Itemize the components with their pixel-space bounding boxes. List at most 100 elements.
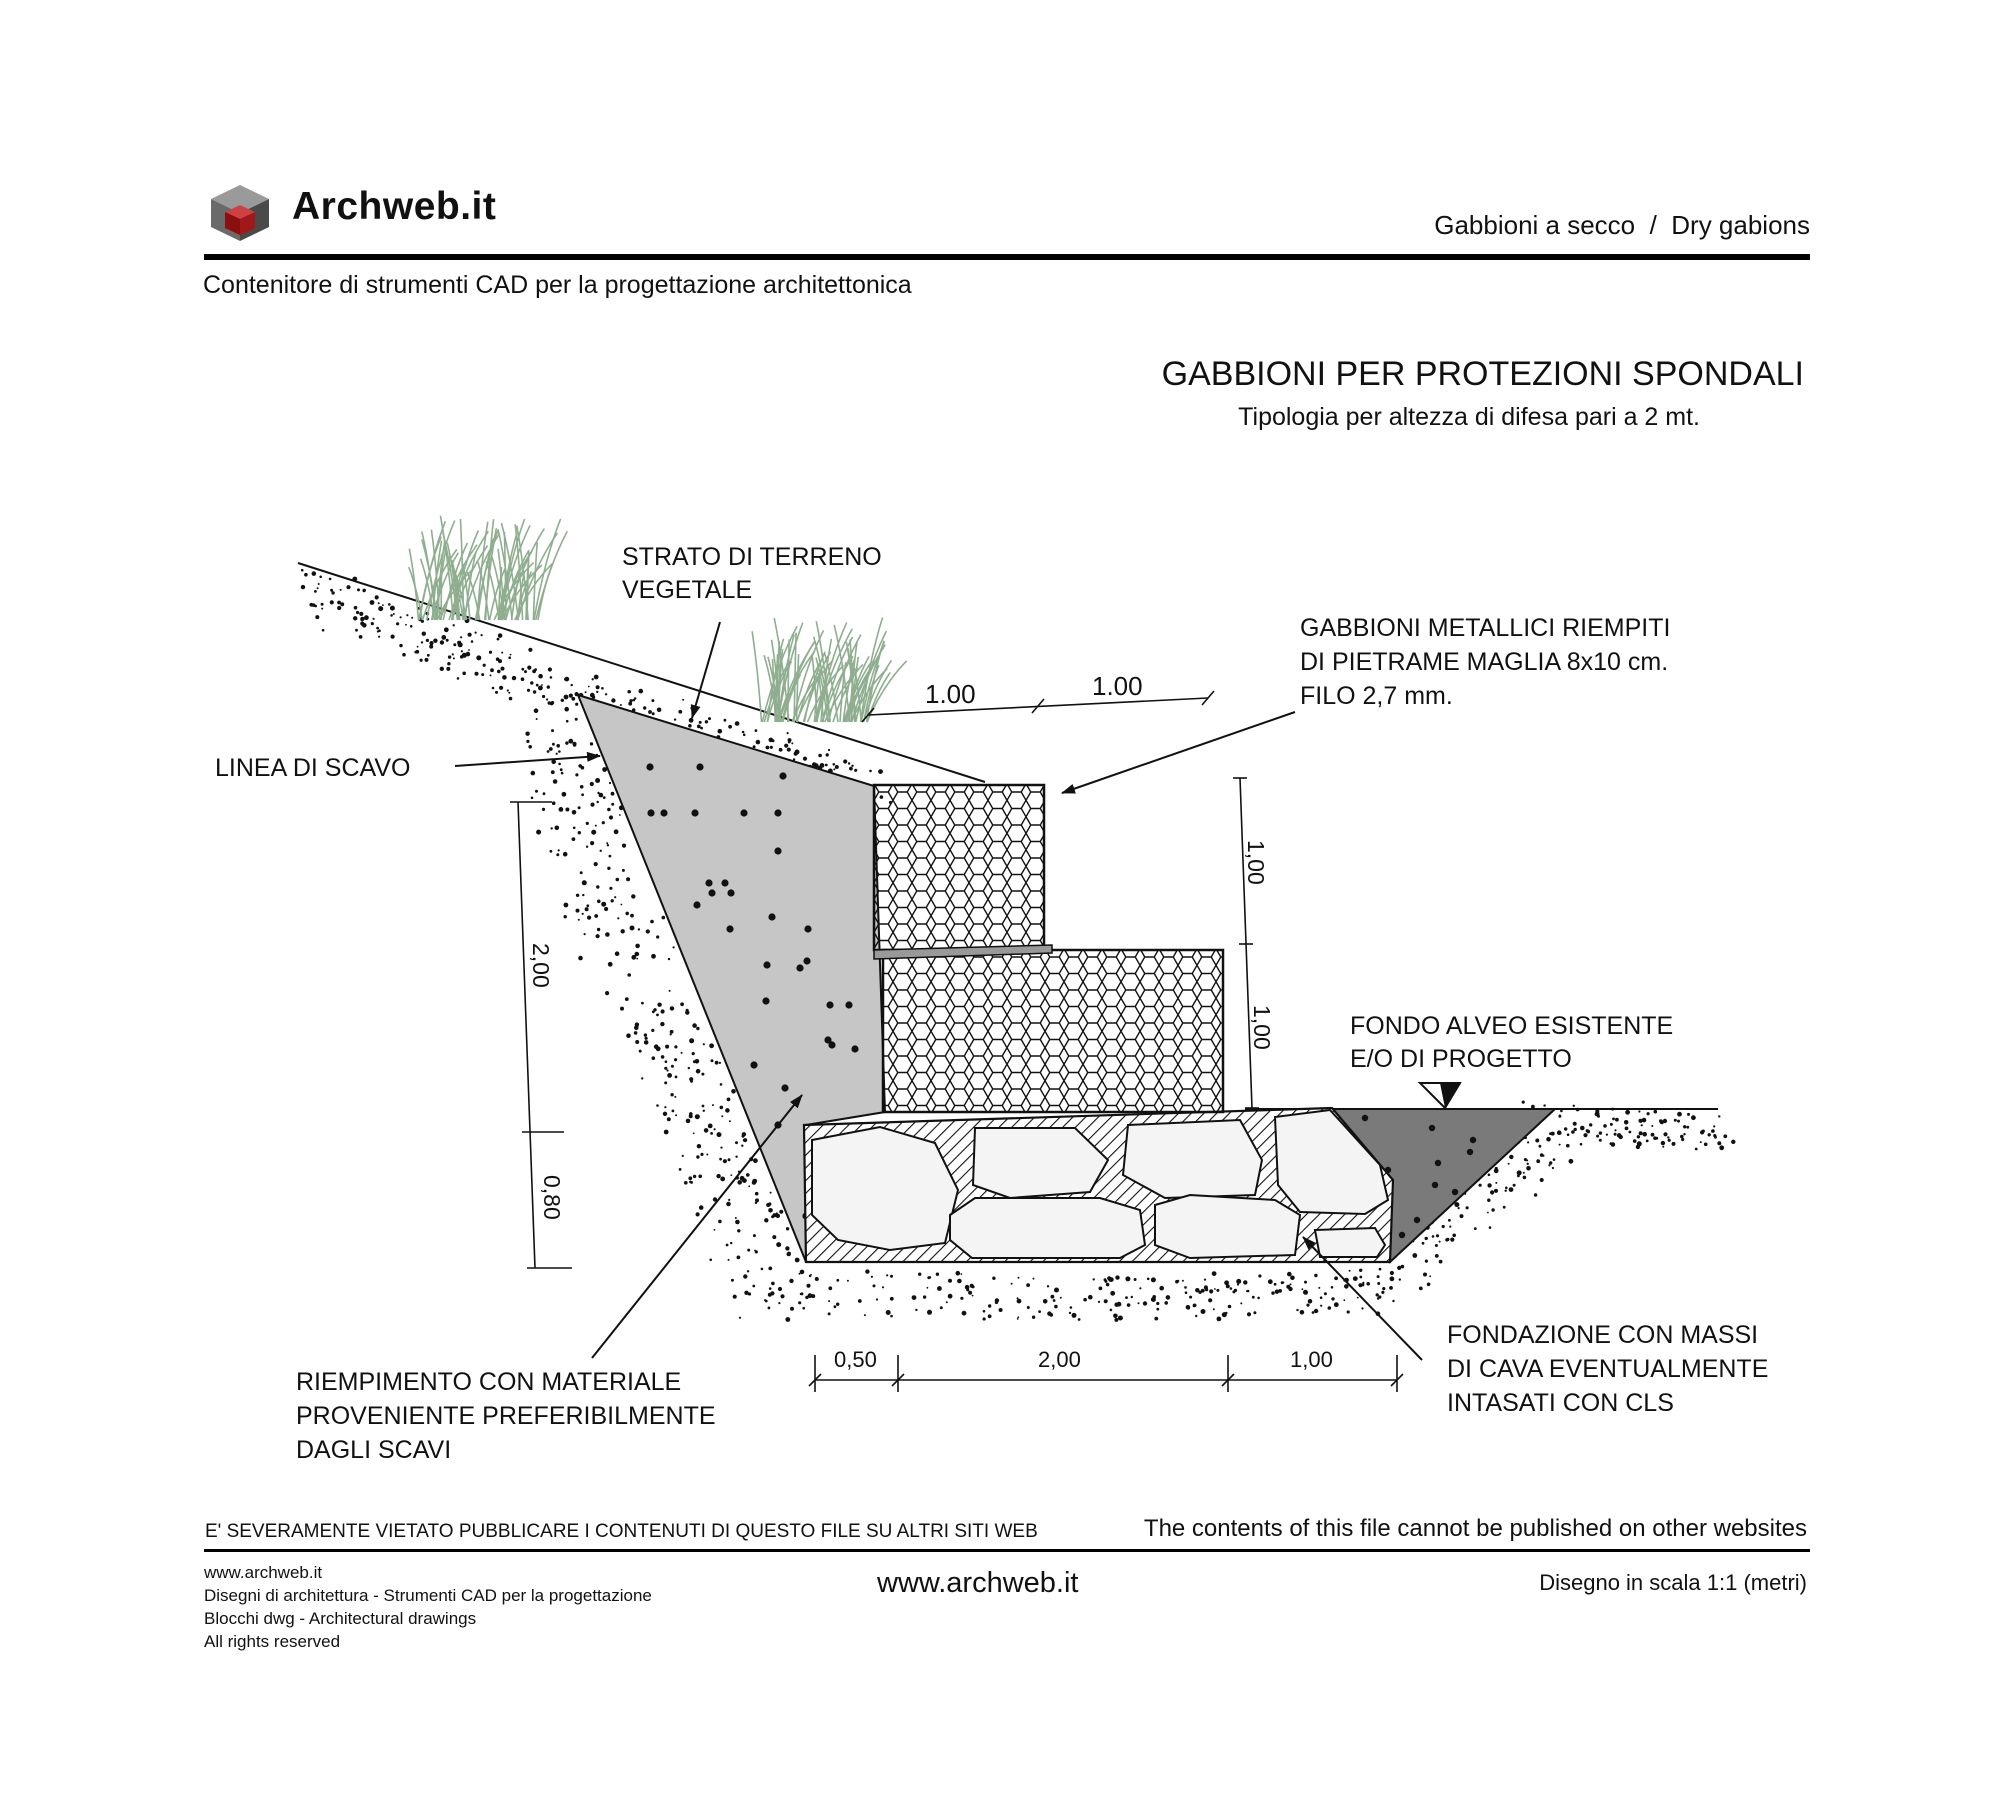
soil-speckle: [1114, 1317, 1119, 1322]
soil-speckle: [597, 899, 601, 904]
soil-speckle: [1319, 1296, 1323, 1299]
soil-speckle: [1659, 1119, 1663, 1123]
soil-speckle: [409, 625, 413, 628]
soil-speckle: [1421, 1241, 1425, 1245]
soil-speckle: [870, 1275, 874, 1278]
soil-speckle: [1572, 1121, 1577, 1126]
soil-speckle: [382, 604, 384, 606]
soil-speckle: [670, 1093, 674, 1097]
soil-speckle: [581, 793, 584, 797]
soil-speckle: [798, 1301, 802, 1305]
soil-speckle: [1550, 1131, 1555, 1136]
soil-speckle: [1502, 1205, 1506, 1209]
soil-speckle: [1441, 1224, 1445, 1229]
grass-blade: [440, 554, 443, 621]
soil-speckle: [780, 1294, 785, 1299]
grass-blade: [839, 662, 847, 723]
soil-speckle: [429, 644, 434, 649]
soil-speckle: [1635, 1144, 1641, 1150]
soil-speckle: [833, 1305, 837, 1309]
soil-speckle: [1181, 1279, 1184, 1282]
soil-speckle: [1216, 1288, 1220, 1292]
grass-tufts: [408, 515, 908, 723]
soil-speckle: [653, 1008, 657, 1012]
backfill-dot: [693, 901, 701, 909]
soil-speckle: [1598, 1131, 1603, 1135]
soil-speckle: [596, 800, 599, 804]
soil-speckle: [772, 1213, 777, 1218]
soil-speckle: [524, 670, 527, 674]
soil-speckle: [596, 885, 600, 889]
soil-speckle: [1551, 1166, 1554, 1170]
soil-speckle: [808, 1274, 812, 1278]
soil-speckle: [617, 917, 620, 920]
soil-speckle: [581, 880, 587, 886]
backfill-dot: [721, 879, 729, 887]
soil-speckle: [564, 706, 569, 712]
soil-speckle: [1287, 1271, 1292, 1277]
grass-blade: [815, 657, 829, 723]
soil-speckle: [577, 831, 581, 835]
soil-speckle: [1105, 1282, 1110, 1287]
soil-speckle: [1583, 1133, 1588, 1138]
logo[interactable]: [207, 183, 273, 243]
soil-speckle: [680, 1002, 684, 1007]
soil-speckle: [689, 1077, 694, 1082]
soil-speckle: [828, 1300, 831, 1303]
soil-speckle: [737, 1180, 742, 1185]
soil-speckle: [1677, 1111, 1682, 1117]
soil-speckle: [881, 1286, 885, 1289]
soil-speckle: [560, 771, 564, 775]
soil-speckle: [768, 1266, 773, 1271]
soil-speckle: [1139, 1287, 1142, 1290]
soil-speckle: [564, 676, 570, 682]
drawing-name: Gabbioni a secco / Dry gabions: [1434, 210, 1810, 240]
soil-speckle: [818, 753, 822, 758]
soil-speckle: [554, 825, 560, 831]
soil-speckle: [1376, 1297, 1380, 1300]
backfill-dot: [750, 1061, 758, 1069]
soil-speckle: [688, 1114, 693, 1119]
soil-speckle: [927, 1309, 932, 1315]
soil-speckle: [692, 1132, 695, 1135]
soil-speckle: [568, 693, 573, 698]
soil-speckle: [563, 915, 567, 919]
soil-speckle: [460, 636, 463, 639]
soil-speckle: [713, 1229, 716, 1231]
soil-speckle: [525, 731, 530, 736]
soil-speckle: [1184, 1291, 1188, 1294]
soil-speckle: [1543, 1104, 1546, 1107]
soil-speckle: [703, 1128, 709, 1133]
footer-info-line[interactable]: www.archweb.it: [204, 1563, 323, 1582]
soil-speckle: [1549, 1161, 1553, 1165]
soil-speckle: [1290, 1275, 1295, 1281]
soil-speckle: [1306, 1303, 1310, 1307]
dim-bottom-3: 1,00: [1290, 1347, 1333, 1372]
soil-speckle: [827, 748, 831, 752]
soil-speckle: [1031, 1315, 1036, 1319]
soil-speckle: [760, 1267, 764, 1271]
soil-speckle: [425, 638, 429, 643]
soil-speckle: [526, 688, 531, 692]
soil-speckle: [542, 694, 546, 699]
soil-speckle: [497, 669, 501, 674]
soil-speckle: [657, 1002, 662, 1007]
soil-speckle: [776, 1242, 782, 1248]
soil-speckle: [918, 1272, 922, 1276]
grass-blade: [418, 520, 447, 621]
soil-speckle: [317, 583, 320, 585]
soil-speckle: [614, 951, 620, 956]
soil-speckle: [832, 763, 836, 766]
soil-speckle: [1438, 1240, 1441, 1243]
riverbed-dot: [1466, 1148, 1474, 1156]
footer-website[interactable]: www.archweb.it: [877, 1567, 1079, 1599]
soil-speckle: [1267, 1279, 1273, 1285]
soil-speckle: [669, 1033, 672, 1036]
soil-speckle: [739, 1175, 745, 1181]
soil-speckle: [1130, 1295, 1134, 1299]
grass-blade: [821, 636, 854, 723]
soil-speckle: [558, 750, 561, 753]
soil-speckle: [631, 954, 637, 960]
brand-name[interactable]: Archweb.it: [292, 185, 497, 228]
